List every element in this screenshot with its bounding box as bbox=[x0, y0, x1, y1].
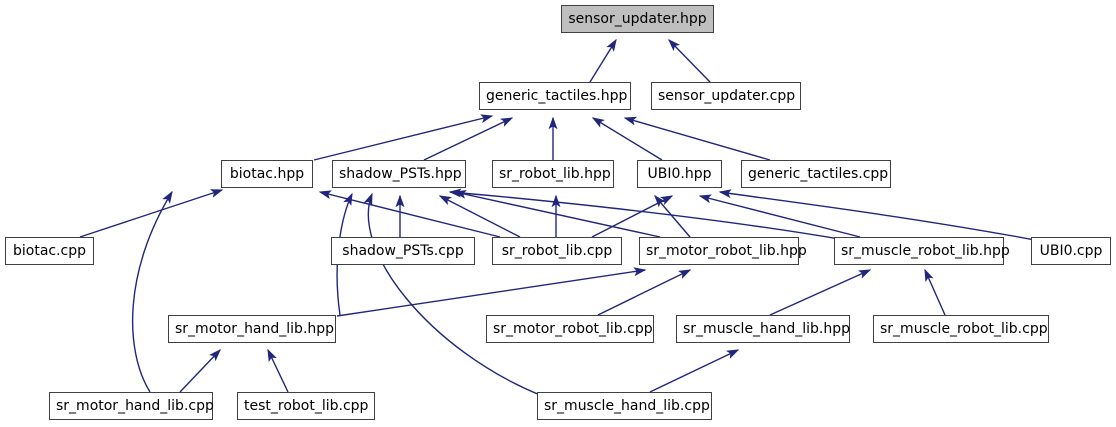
dependency-edge bbox=[589, 38, 617, 83]
graph-node-label: sr_muscle_hand_lib.hpp bbox=[683, 321, 851, 337]
graph-node-generic-tactiles-cpp[interactable]: generic_tactiles.cpp bbox=[741, 160, 891, 188]
graph-node-shadow-psts-cpp[interactable]: shadow_PSTs.cpp bbox=[331, 237, 475, 265]
dependency-edge bbox=[654, 194, 691, 238]
dependency-edge bbox=[131, 190, 173, 393]
graph-node-sr-motor-hand-lib-cpp[interactable]: sr_motor_hand_lib.cpp bbox=[49, 392, 214, 420]
graph-node-ubi0-hpp[interactable]: UBI0.hpp bbox=[637, 160, 722, 188]
graph-node-sr-muscle-hand-lib-cpp[interactable]: sr_muscle_hand_lib.cpp bbox=[537, 392, 712, 420]
graph-node-label: UBI0.hpp bbox=[647, 166, 712, 182]
dependency-edge bbox=[924, 268, 946, 316]
graph-node-label: sr_motor_hand_lib.hpp bbox=[175, 321, 335, 337]
dependency-edge bbox=[336, 267, 647, 317]
graph-node-label: sr_motor_robot_lib.cpp bbox=[493, 321, 653, 337]
graph-node-label: sr_muscle_robot_lib.hpp bbox=[841, 243, 1010, 259]
graph-node-sr-motor-robot-lib-cpp[interactable]: sr_motor_robot_lib.cpp bbox=[486, 315, 654, 343]
dependency-edge bbox=[179, 348, 221, 393]
dependency-edge bbox=[668, 38, 711, 83]
dependency-edge bbox=[698, 194, 861, 238]
dependency-edge bbox=[597, 269, 692, 316]
dependency-edge bbox=[448, 188, 846, 241]
graph-node-sr-motor-robot-lib-hpp[interactable]: sr_motor_robot_lib.hpp bbox=[639, 237, 807, 265]
graph-node-label: biotac.hpp bbox=[229, 166, 305, 182]
graph-node-label: test_robot_lib.cpp bbox=[244, 398, 369, 414]
graph-node-label: shadow_PSTs.cpp bbox=[342, 243, 464, 259]
graph-node-label: sr_motor_robot_lib.hpp bbox=[646, 243, 807, 259]
graph-node-sensor-updater-cpp[interactable]: sensor_updater.cpp bbox=[651, 82, 801, 110]
graph-node-label: sr_robot_lib.hpp bbox=[499, 166, 611, 182]
dependency-edge bbox=[591, 117, 663, 161]
graph-node-sr-muscle-robot-lib-cpp[interactable]: sr_muscle_robot_lib.cpp bbox=[873, 315, 1049, 343]
dependency-edge bbox=[718, 189, 1036, 241]
graph-node-label: sensor_updater.cpp bbox=[658, 88, 796, 104]
graph-node-sr-muscle-hand-lib-hpp[interactable]: sr_muscle_hand_lib.hpp bbox=[676, 315, 850, 343]
dependency-edge bbox=[79, 189, 224, 238]
graph-node-label: generic_tactiles.hpp bbox=[486, 88, 628, 104]
graph-node-label: UBI0.cpp bbox=[1039, 243, 1103, 259]
graph-node-sensor-updater-hpp[interactable]: sensor_updater.hpp bbox=[561, 5, 714, 33]
dependency-edge bbox=[649, 349, 740, 393]
graph-node-label: biotac.cpp bbox=[12, 243, 87, 259]
graph-node-biotac-cpp[interactable]: biotac.cpp bbox=[5, 237, 94, 265]
graph-node-sr-motor-hand-lib-hpp[interactable]: sr_motor_hand_lib.hpp bbox=[168, 315, 336, 343]
graph-node-label: sr_muscle_hand_lib.cpp bbox=[544, 398, 710, 414]
dependency-edge bbox=[363, 192, 541, 396]
graph-node-label: generic_tactiles.cpp bbox=[748, 166, 889, 182]
edge-group bbox=[79, 38, 1036, 396]
graph-node-biotac-hpp[interactable]: biotac.hpp bbox=[221, 160, 313, 188]
dependency-edge bbox=[318, 190, 501, 238]
dependency-edge bbox=[423, 117, 514, 161]
dependency-edge bbox=[313, 114, 494, 161]
graph-node-sr-robot-lib-hpp[interactable]: sr_robot_lib.hpp bbox=[492, 160, 614, 188]
dependency-edge bbox=[453, 190, 661, 238]
graph-node-generic-tactiles-hpp[interactable]: generic_tactiles.hpp bbox=[479, 82, 631, 110]
graph-node-sr-muscle-robot-lib-hpp[interactable]: sr_muscle_robot_lib.hpp bbox=[834, 237, 1010, 265]
graph-node-shadow-psts-hpp[interactable]: shadow_PSTs.hpp bbox=[332, 160, 466, 188]
dependency-edge bbox=[623, 116, 771, 161]
graph-node-ubi0-cpp[interactable]: UBI0.cpp bbox=[1031, 237, 1111, 265]
graph-node-label: sensor_updater.hpp bbox=[568, 11, 707, 27]
dependency-edge bbox=[769, 269, 872, 316]
graph-node-label: sr_motor_hand_lib.cpp bbox=[56, 398, 214, 414]
graph-node-label: sr_muscle_robot_lib.cpp bbox=[880, 321, 1048, 337]
dependency-edge bbox=[267, 348, 289, 393]
graph-node-label: sr_robot_lib.cpp bbox=[501, 243, 613, 259]
graph-node-sr-robot-lib-cpp[interactable]: sr_robot_lib.cpp bbox=[492, 237, 622, 265]
graph-node-label: shadow_PSTs.hpp bbox=[339, 166, 462, 182]
graph-node-test-robot-lib-cpp[interactable]: test_robot_lib.cpp bbox=[237, 392, 375, 420]
dependency-edge bbox=[438, 195, 521, 238]
